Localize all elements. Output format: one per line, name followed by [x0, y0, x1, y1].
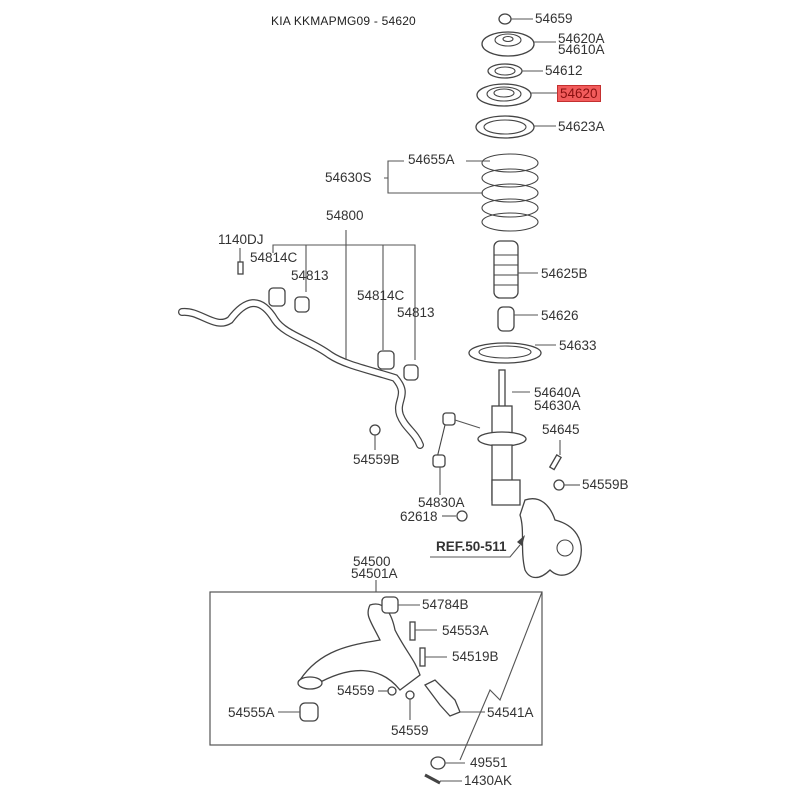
label-54559B-1[interactable]: 54559B [353, 452, 400, 467]
part-54640A-strut-assembly[interactable] [477, 369, 527, 506]
label-54830A[interactable]: 54830A [418, 495, 465, 510]
part-54813-bushing-1[interactable] [294, 296, 310, 313]
label-54630A[interactable]: 54630A [534, 398, 581, 413]
label-54814C-1[interactable]: 54814C [250, 250, 298, 265]
part-54630S-coil-spring[interactable] [481, 153, 539, 232]
part-54555A-bushing[interactable] [299, 702, 319, 722]
label-54519B[interactable]: 54519B [452, 649, 499, 664]
leader-54830A [439, 419, 481, 495]
leader-ref [430, 544, 521, 558]
label-54559-1[interactable]: 54559 [337, 683, 375, 698]
part-54625B-dust-boot[interactable] [493, 240, 519, 299]
label-54655A[interactable]: 54655A [408, 152, 455, 167]
label-62618[interactable]: 62618 [400, 509, 438, 524]
label-54500[interactable]: 54500 [353, 554, 391, 569]
part-54559B-nut-1[interactable] [369, 424, 381, 436]
part-54620A-mount[interactable] [481, 31, 535, 57]
part-54553A-bolt[interactable] [409, 621, 416, 641]
part-54612-bearing[interactable] [487, 63, 523, 79]
part-1430AK-pin[interactable] [424, 773, 441, 785]
label-54620-highlighted[interactable]: 54620 [557, 85, 601, 102]
label-1140DJ[interactable]: 1140DJ [218, 232, 264, 247]
label-54610A[interactable]: 54610A [558, 42, 605, 57]
label-54645[interactable]: 54645 [542, 422, 580, 437]
label-54612[interactable]: 54612 [545, 63, 583, 78]
part-knuckle-ref[interactable] [519, 498, 582, 579]
leader-knuckle-balljoint [459, 591, 543, 761]
label-54555A[interactable]: 54555A [228, 705, 275, 720]
part-49551-nut[interactable] [430, 756, 446, 770]
ref-arrow-icon [517, 535, 525, 546]
part-54814C-bracket-1[interactable] [268, 287, 286, 307]
part-54559B-nut-2[interactable] [553, 479, 565, 491]
part-1140DJ-bolt[interactable] [237, 261, 244, 275]
part-54559-nut-2[interactable] [405, 690, 415, 700]
label-54559-2[interactable]: 54559 [391, 723, 429, 738]
part-62618-washer[interactable] [456, 510, 468, 522]
label-54659[interactable]: 54659 [535, 11, 573, 26]
part-54659-nut[interactable] [498, 13, 512, 25]
part-54830A-stabilizer-link[interactable] [432, 412, 456, 468]
part-54814C-bracket-2[interactable] [377, 350, 395, 370]
label-54559B-2[interactable]: 54559B [582, 477, 629, 492]
part-54519B-bolt[interactable] [419, 647, 426, 667]
label-54784B[interactable]: 54784B [422, 597, 469, 612]
label-54814C-2[interactable]: 54814C [357, 288, 405, 303]
label-54625B[interactable]: 54625B [541, 266, 588, 281]
part-54500-lower-arm[interactable] [297, 603, 421, 691]
leader-54800 [272, 230, 416, 360]
part-54800-stabilizer-bar[interactable] [178, 299, 424, 449]
label-54541A[interactable]: 54541A [487, 705, 534, 720]
label-54626[interactable]: 54626 [541, 308, 579, 323]
label-54640A[interactable]: 54640A [534, 385, 581, 400]
label-54623A[interactable]: 54623A [558, 119, 605, 134]
leader-54630S [384, 160, 490, 194]
label-54553A[interactable]: 54553A [442, 623, 489, 638]
part-54626-bump-stopper[interactable] [497, 306, 515, 332]
part-54541A-ball-joint[interactable] [424, 679, 461, 717]
label-54630S[interactable]: 54630S [325, 170, 372, 185]
part-54784B-bushing[interactable] [381, 596, 399, 614]
label-54633[interactable]: 54633 [559, 338, 597, 353]
label-54813-1[interactable]: 54813 [291, 268, 329, 283]
label-49551[interactable]: 49551 [470, 755, 508, 770]
part-54623A-spring-pad[interactable] [475, 115, 535, 139]
part-54813-bushing-2[interactable] [403, 364, 419, 381]
part-54559-nut-1[interactable] [387, 686, 397, 696]
part-54633-lower-seat[interactable] [468, 342, 542, 364]
label-54501A[interactable]: 54501A [351, 566, 398, 581]
label-54813-2[interactable]: 54813 [397, 305, 435, 320]
part-54645-bolt[interactable] [548, 454, 562, 471]
ref-label[interactable]: REF.50-511 [436, 539, 507, 554]
diagram-title: KIA KKMAPMG09 - 54620 [271, 14, 416, 28]
label-1430AK[interactable]: 1430AK [464, 773, 513, 788]
label-54800[interactable]: 54800 [326, 208, 364, 223]
part-54620-spring-seat[interactable] [476, 83, 532, 107]
label-54620A[interactable]: 54620A [558, 31, 605, 46]
